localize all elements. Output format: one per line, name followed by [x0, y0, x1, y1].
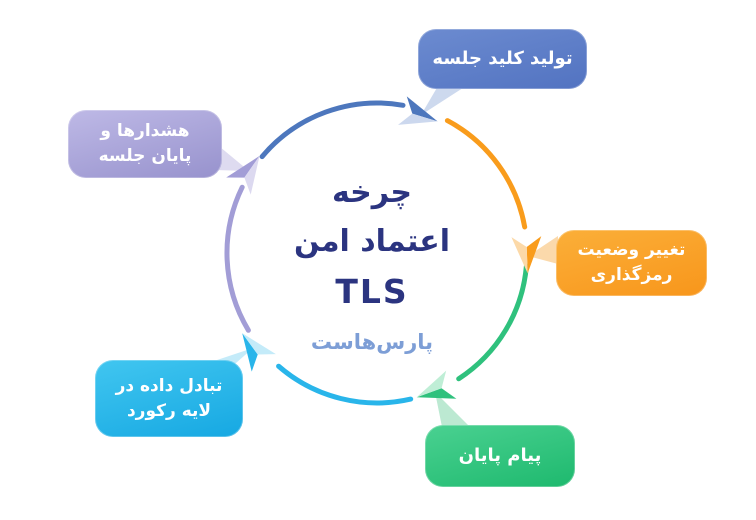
arrowhead-dark-half — [416, 388, 457, 399]
arc-finished-to-recordlayer — [276, 363, 414, 406]
node-label: پیام پایان — [458, 444, 542, 466]
arc-sessionkey-to-cipher — [444, 118, 528, 230]
arrowhead-to-alerts — [226, 155, 260, 195]
diagram-title-tls: TLS — [335, 272, 409, 311]
arc-recordlayer-to-alerts — [224, 184, 251, 333]
node-change-cipher-state: تغییر وضعیت رمزگذاری — [556, 230, 707, 296]
tail-alerts-node — [214, 142, 249, 171]
parshost-logo: پارس‌هاست — [310, 330, 434, 354]
arrowhead-dark-half — [226, 155, 260, 178]
tail-cipher-node — [528, 236, 558, 264]
node-generate-session-key: تولید کلید جلسه — [418, 29, 587, 89]
diagram-center: چرخه اعتماد امن TLS پارس‌هاست — [255, 168, 489, 354]
arrowhead-to-recordlayer — [242, 333, 276, 372]
arrowhead-dark-half — [526, 236, 542, 274]
node-record-layer-exchange: تبادل داده در لایه رکورد — [95, 360, 243, 437]
arrowhead-to-finished — [416, 370, 457, 399]
node-label: تبادل داده در لایه رکورد — [115, 375, 223, 421]
node-finished-message: پیام پایان — [425, 425, 575, 487]
arrowhead-light-half — [244, 155, 260, 195]
tail-sessionkey-node — [421, 86, 466, 115]
arc-cipher-to-finished — [456, 263, 529, 382]
arrowhead-dark-half — [242, 333, 258, 372]
arrowhead-light-half — [398, 113, 438, 125]
node-alerts-session-end: هشدارها و پایان جلسه — [68, 110, 222, 178]
arrowhead-light-half — [242, 333, 276, 355]
tail-recordlayer-node — [208, 348, 253, 363]
tail-finished-node — [435, 392, 470, 427]
arc-alerts-to-sessionkey — [259, 100, 406, 160]
diagram-title-line-1: چرخه — [331, 175, 413, 210]
node-label: هشدارها و پایان جلسه — [98, 121, 192, 166]
node-label: تغییر وضعیت رمزگذاری — [577, 240, 686, 285]
node-label: تولید کلید جلسه — [432, 47, 573, 69]
diagram-title-line-2: اعتماد امن — [293, 224, 451, 259]
